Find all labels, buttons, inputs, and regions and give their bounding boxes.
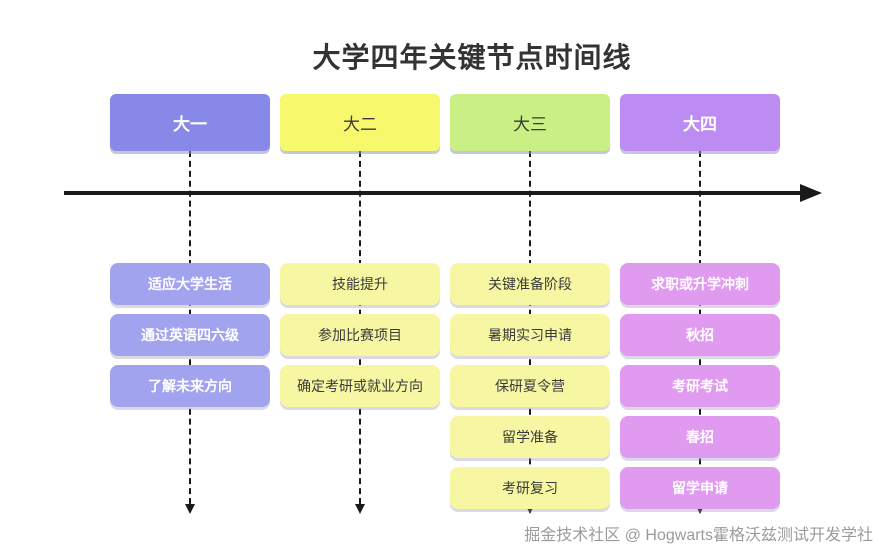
year3-milestone-card: 考研复习 bbox=[450, 467, 610, 509]
year4-milestone-card: 留学申请 bbox=[620, 467, 780, 509]
year1-header: 大一 bbox=[110, 94, 270, 151]
year2-header: 大二 bbox=[280, 94, 440, 151]
year3-milestone-card: 留学准备 bbox=[450, 416, 610, 458]
year2-milestone-card: 技能提升 bbox=[280, 263, 440, 305]
year2-down-arrow-icon bbox=[355, 504, 365, 514]
year3-header: 大三 bbox=[450, 94, 610, 151]
year4-milestone-card: 春招 bbox=[620, 416, 780, 458]
year4-down-arrow-icon bbox=[695, 504, 705, 514]
page-title: 大学四年关键节点时间线 bbox=[312, 42, 632, 73]
year2-milestone-card: 参加比赛项目 bbox=[280, 314, 440, 356]
year1-milestone-card: 了解未来方向 bbox=[110, 365, 270, 407]
year1-milestone-card: 适应大学生活 bbox=[110, 263, 270, 305]
year3-milestone-card: 关键准备阶段 bbox=[450, 263, 610, 305]
watermark-credit: 掘金技术社区 @ Hogwarts霍格沃兹测试开发学社 bbox=[524, 527, 873, 544]
year3-milestone-card: 暑期实习申请 bbox=[450, 314, 610, 356]
year4-milestone-card: 秋招 bbox=[620, 314, 780, 356]
year3-down-arrow-icon bbox=[525, 504, 535, 514]
year4-header: 大四 bbox=[620, 94, 780, 151]
year4-milestone-card: 考研考试 bbox=[620, 365, 780, 407]
year1-down-arrow-icon bbox=[185, 504, 195, 514]
year3-milestone-card: 保研夏令营 bbox=[450, 365, 610, 407]
timeline-axis bbox=[64, 191, 802, 195]
timeline-right-arrow-icon bbox=[800, 184, 822, 202]
year1-milestone-card: 通过英语四六级 bbox=[110, 314, 270, 356]
year2-milestone-card: 确定考研或就业方向 bbox=[280, 365, 440, 407]
year4-milestone-card: 求职或升学冲刺 bbox=[620, 263, 780, 305]
